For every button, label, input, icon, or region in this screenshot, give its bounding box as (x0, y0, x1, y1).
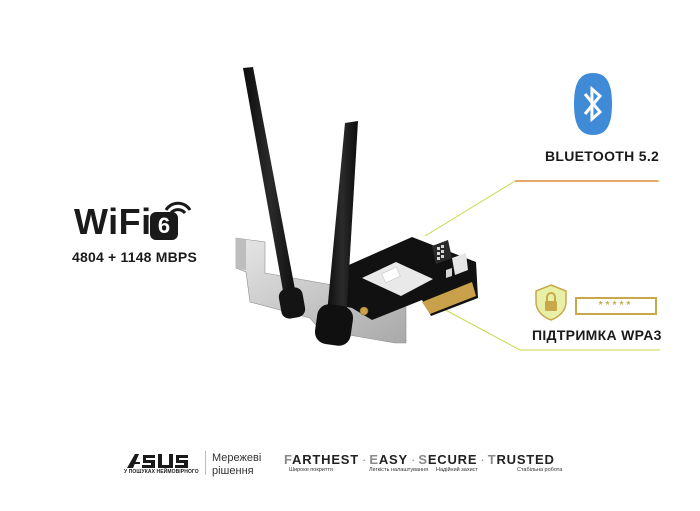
antenna-left (243, 67, 306, 319)
footer-divider (205, 451, 206, 475)
antenna-right (314, 121, 358, 346)
footer-tagline-line1: Мережеві (212, 452, 262, 464)
value-easy-sub: Легкість налаштування (369, 467, 429, 473)
value-secure: SECURE (418, 452, 478, 467)
lock-shield-icon (535, 284, 567, 321)
value-trusted: TRUSTED (487, 452, 555, 467)
bluetooth-callout-line (424, 180, 660, 237)
footer-tagline-line2: рішення (212, 465, 254, 477)
footer-tagline: Мережеві рішення (212, 452, 261, 478)
brand-values-row: FARTHEST·EASY·SECURE·TRUSTED (284, 451, 555, 469)
asus-logo (127, 454, 188, 468)
value-farthest-sub: Широке покриття (289, 467, 333, 473)
bluetooth-label: BLUETOOTH 5.2 (545, 148, 660, 164)
value-separator: · (362, 452, 367, 467)
pcie-bracket (235, 237, 407, 344)
wifi-speed-label: 4804 + 1148 MBPS (72, 249, 198, 265)
wifi-wordmark: WiFi (74, 201, 152, 242)
bluetooth-icon (574, 73, 612, 135)
value-trusted-sub: Стабільна робота (517, 467, 563, 473)
wpa3-label: ПІДТРИМКА WPA3 (532, 327, 662, 343)
asus-slogan: У ПОШУКАХ НЕЙМОВІРНОГО (124, 469, 199, 475)
wpa-callout-line (437, 305, 660, 351)
value-separator: · (411, 452, 416, 467)
password-field-illustration: ***** (575, 297, 657, 315)
value-easy: EASY (369, 452, 408, 467)
pcb-board (333, 237, 478, 320)
value-farthest: FARTHEST (284, 452, 360, 467)
value-secure-sub: Надійний захист (436, 467, 478, 473)
value-separator: · (480, 452, 485, 467)
antenna-connector-lower (359, 306, 369, 316)
wifi-6-badge: 6 (150, 212, 178, 240)
